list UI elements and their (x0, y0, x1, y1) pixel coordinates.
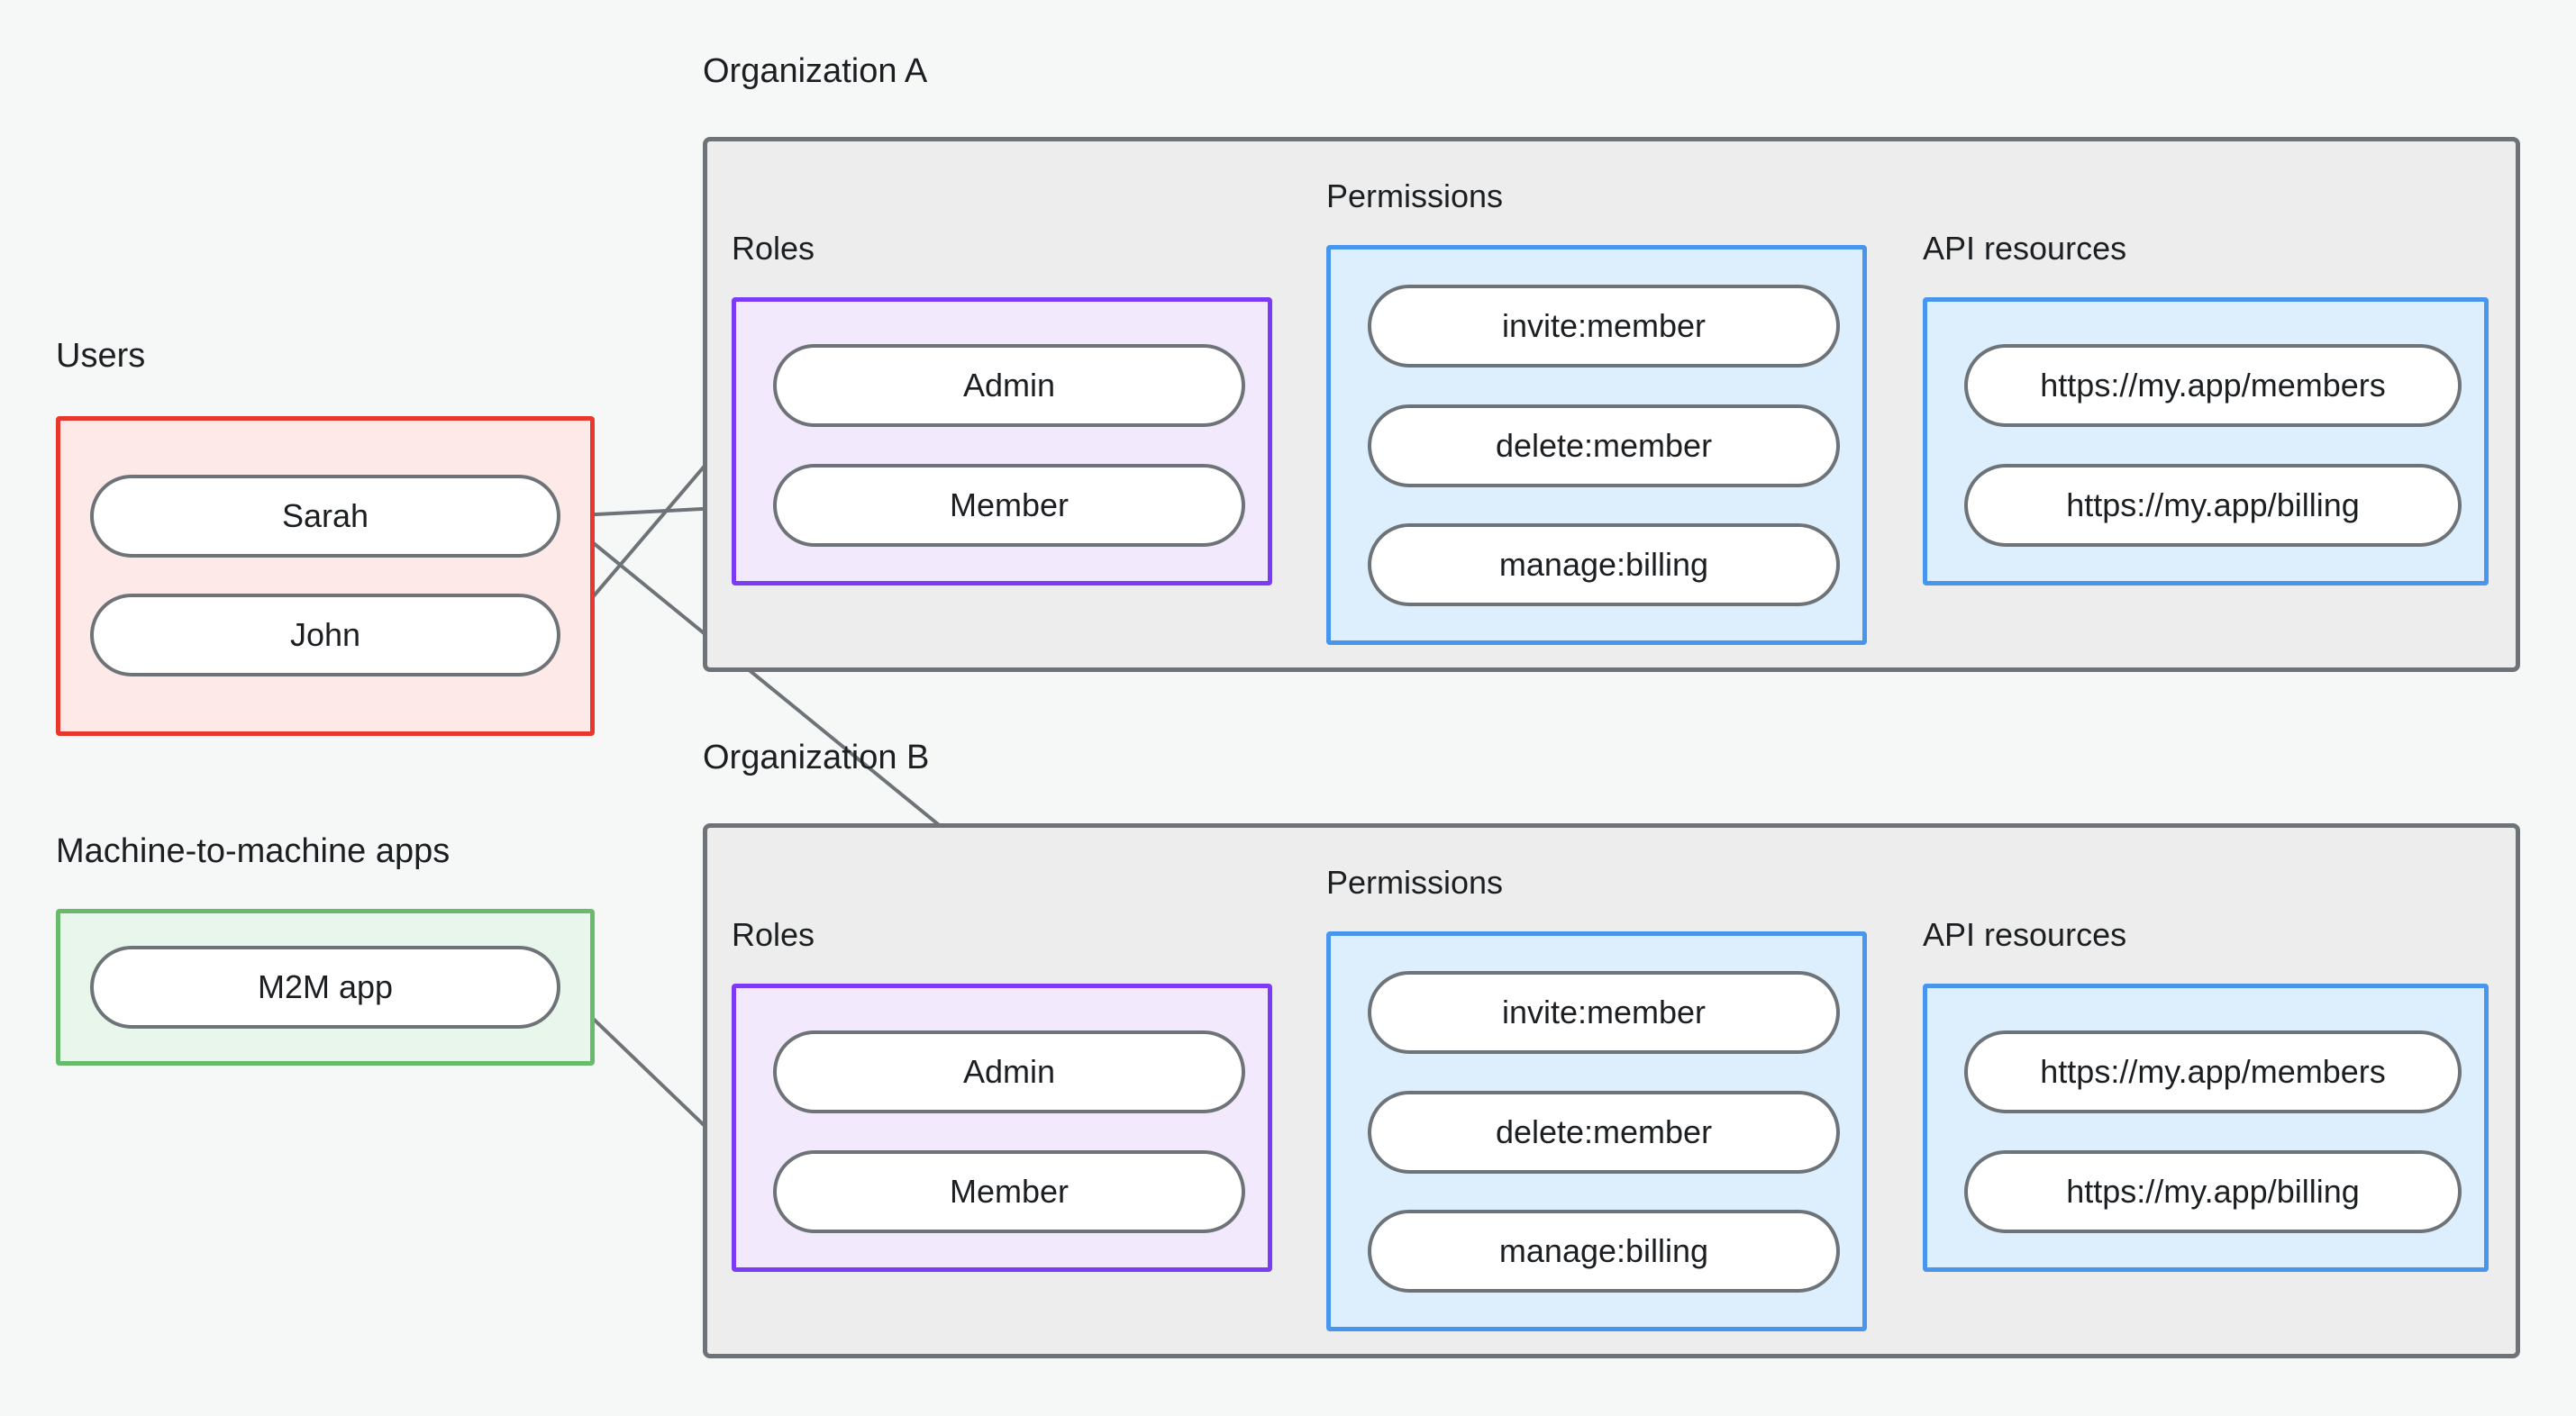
permission-node-b-billing[interactable]: manage:billing (1368, 1210, 1840, 1293)
m2m-group-label: Machine-to-machine apps (56, 832, 451, 870)
permission-node-a-billing[interactable]: manage:billing (1368, 523, 1840, 606)
users-group-label: Users (56, 337, 146, 375)
org-b-label: Organization B (703, 739, 930, 776)
org-b-api-label: API resources (1923, 916, 2127, 953)
permission-node-a-delete[interactable]: delete:member (1368, 404, 1840, 487)
api-node-a-billing[interactable]: https://my.app/billing (1964, 464, 2462, 547)
user-node-sarah[interactable]: Sarah (90, 475, 560, 558)
api-node-b-billing[interactable]: https://my.app/billing (1964, 1150, 2462, 1233)
role-node-a-member[interactable]: Member (773, 464, 1245, 547)
org-a-label: Organization A (703, 52, 928, 90)
api-node-a-members[interactable]: https://my.app/members (1964, 344, 2462, 427)
permission-node-b-invite[interactable]: invite:member (1368, 971, 1840, 1054)
user-node-john[interactable]: John (90, 594, 560, 676)
org-a-roles-label: Roles (732, 230, 815, 267)
role-node-a-admin[interactable]: Admin (773, 344, 1245, 427)
role-node-b-admin[interactable]: Admin (773, 1030, 1245, 1113)
org-b-permissions-label: Permissions (1326, 864, 1504, 901)
org-b-roles-label: Roles (732, 916, 815, 953)
permission-node-a-invite[interactable]: invite:member (1368, 285, 1840, 368)
users-container (56, 416, 595, 736)
role-node-b-member[interactable]: Member (773, 1150, 1245, 1233)
permission-node-b-delete[interactable]: delete:member (1368, 1091, 1840, 1174)
m2m-node-app[interactable]: M2M app (90, 946, 560, 1029)
api-node-b-members[interactable]: https://my.app/members (1964, 1030, 2462, 1113)
org-a-api-label: API resources (1923, 230, 2127, 267)
org-a-permissions-label: Permissions (1326, 177, 1504, 214)
